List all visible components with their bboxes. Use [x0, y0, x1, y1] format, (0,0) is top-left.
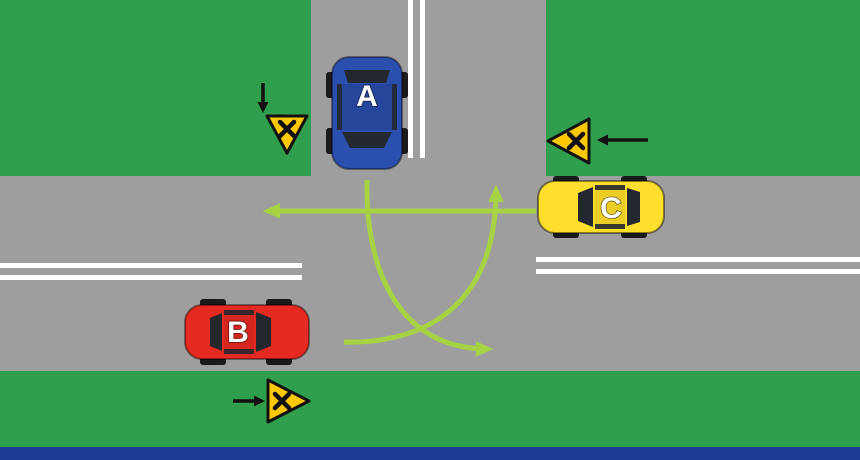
crossroad-x-icon: [272, 391, 292, 411]
left-lane-divider-line-2: [0, 275, 302, 280]
path-arrows: [262, 179, 536, 357]
car-c-roof: [595, 190, 625, 224]
car-c-side-window: [595, 185, 625, 190]
car-c: [537, 176, 665, 238]
path-arrow-car-a-left-turn: [364, 179, 494, 357]
crossroad-warning-sign-top: [257, 83, 309, 155]
path-arrow-car-b-left-turn: [343, 184, 504, 345]
car-a-roof: [342, 84, 392, 130]
car-a-label: A: [356, 80, 378, 113]
right-lane-divider-line-2: [536, 269, 860, 274]
left-lane-divider-line-1: [0, 263, 302, 268]
car-b-roof: [224, 315, 254, 349]
car-b-rear-window: [210, 313, 222, 351]
car-b-side-window: [224, 310, 254, 315]
crossroad-x-icon: [566, 131, 586, 151]
crossroad-x-icon: [277, 119, 297, 139]
crossroad-warning-sign-right: [546, 117, 648, 165]
sign-triangle-down: [265, 114, 309, 155]
car-b-windshield: [256, 312, 271, 352]
sign-triangle-right: [266, 378, 311, 424]
car-c-rear-window: [627, 188, 640, 226]
car-a-side-window: [392, 84, 397, 130]
car-b-side-window: [224, 349, 254, 354]
car-a-windshield: [342, 132, 392, 148]
bottom-blue-strip: [0, 447, 860, 460]
vertical-lane-divider-line-1: [408, 0, 413, 158]
vertical-lane-divider-line-2: [420, 0, 425, 158]
car-a: [326, 56, 408, 170]
car-a-side-window: [337, 84, 342, 130]
car-c-windshield: [578, 187, 593, 227]
car-b-label: B: [227, 316, 249, 349]
right-lane-divider-line-1: [536, 257, 860, 262]
grass-bottom: [0, 371, 860, 447]
crossroad-warning-sign-bottom: [233, 378, 311, 424]
grass-top-left: [0, 0, 311, 176]
car-b: [184, 299, 310, 365]
sign-triangle-left: [546, 117, 591, 165]
car-c-label: C: [600, 192, 622, 225]
car-c-side-window: [595, 224, 625, 229]
grass-top-right: [546, 0, 860, 176]
car-a-rear-window: [344, 70, 390, 83]
